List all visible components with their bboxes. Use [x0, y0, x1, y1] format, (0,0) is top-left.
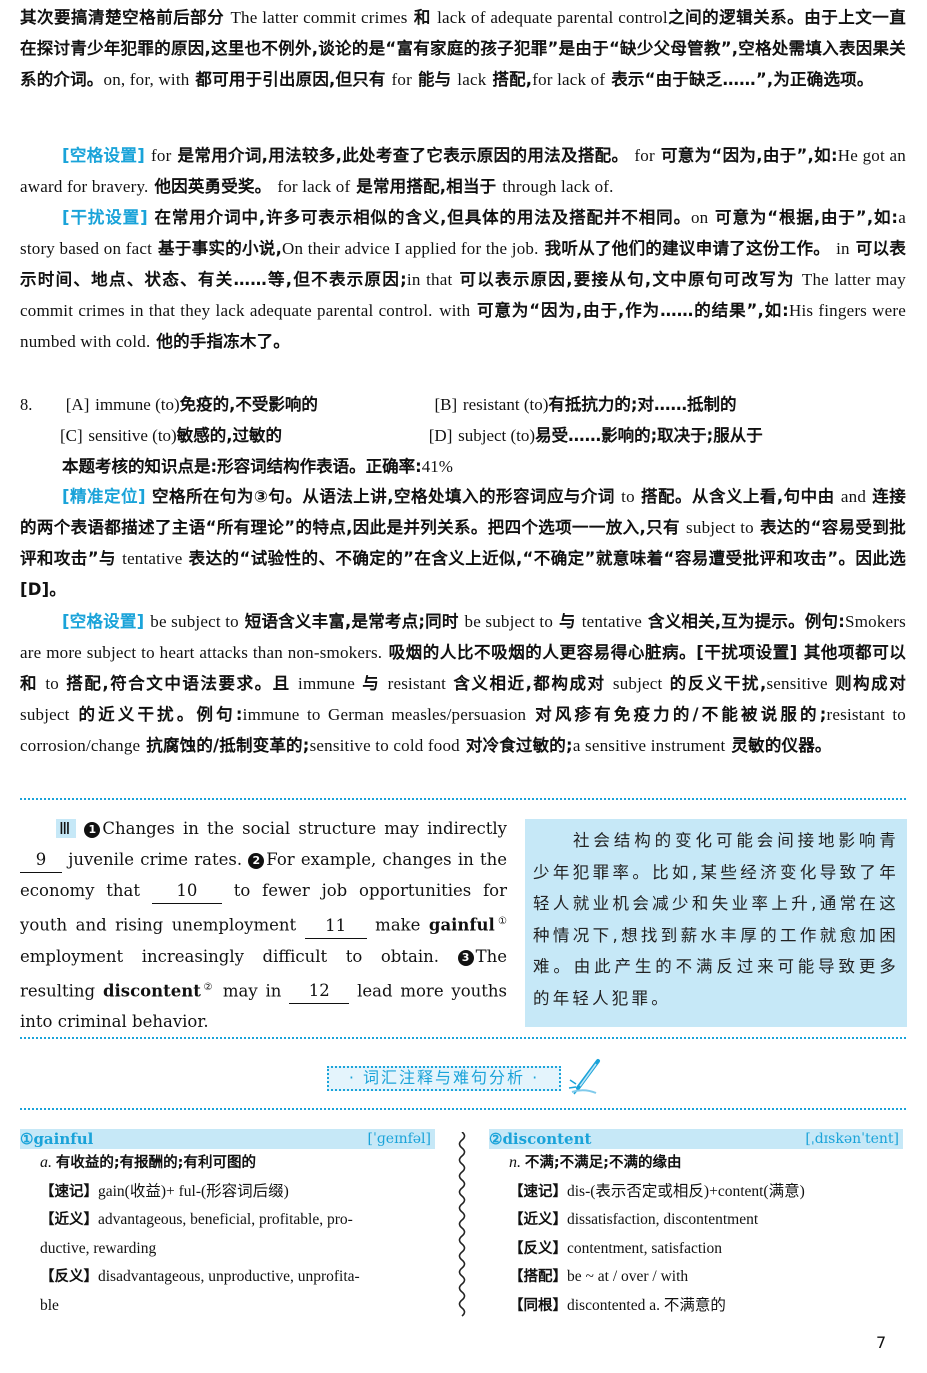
- question-number: 8.: [20, 395, 33, 414]
- option-d: [D] subject (to)易受……影响的;取决于;服从于: [428, 426, 763, 445]
- mnemonic: 【速记】gain(收益)+ ful-(形容词后缀): [40, 1182, 289, 1200]
- definition: a. 有收益的;有报酬的;有利可图的: [40, 1154, 256, 1171]
- collocation: 【搭配】be ~ at / over / with: [509, 1268, 689, 1285]
- blank-11[interactable]: 11: [304, 914, 367, 939]
- vocab-entry-gainful: ①gainful [ˈɡeɪnfəl] a. 有收益的;有报酬的;有利可图的 【…: [20, 1129, 435, 1320]
- antonyms: 【反义】contentment, satisfaction: [509, 1239, 722, 1257]
- distractor-setting-tag: [干扰设置]: [62, 208, 148, 227]
- blank-10[interactable]: 10: [151, 879, 222, 904]
- option-c: [C] sensitive (to)敏感的,过敏的: [60, 426, 282, 445]
- section-divider: [20, 798, 906, 800]
- precise-locate-tag: [精准定位]: [62, 487, 146, 506]
- vocab-headword-bar: ①gainful [ˈɡeɪnfəl]: [20, 1129, 435, 1149]
- vocab-discontent: discontent: [102, 981, 201, 1000]
- mnemonic: 【速记】dis-(表示否定或相反)+content(满意): [509, 1182, 805, 1200]
- q7-blank-setting: [空格设置] for 是常用介词,用法较多,此处考查了它表示原因的用法及搭配。 …: [20, 146, 906, 196]
- phonetic: [ˌdɪskənˈtent]: [805, 1131, 899, 1147]
- pen-icon: [568, 1059, 600, 1095]
- cognate: 【同根】discontented a. 不满意的: [509, 1296, 726, 1314]
- phonetic: [ˈɡeɪnfəl]: [367, 1131, 431, 1147]
- vocab-gainful: gainful: [428, 915, 495, 935]
- question-8-options-row-2: [C] sensitive (to)敏感的,过敏的 [D] subject (t…: [60, 420, 763, 451]
- antonyms: 【反义】disadvantageous, unproductive, unpro…: [40, 1268, 360, 1285]
- section-divider: [20, 1108, 906, 1110]
- antonyms-cont: ble: [40, 1296, 59, 1314]
- page-number: 7: [876, 1333, 887, 1352]
- accuracy-rate: 41%: [421, 457, 453, 476]
- q8-precise-locate: [精准定位] 空格所在句为③句。从语法上讲,空格处填入的形容词应与介词 to 搭…: [20, 487, 907, 599]
- sentence-number-3: 3: [457, 949, 474, 966]
- vocab-headword-bar: ②discontent [ˌdɪskənˈtent]: [489, 1129, 903, 1149]
- section-divider: [20, 1037, 906, 1039]
- knowledge-point: 本题考核的知识点是:形容词结构作表语。正确率:41%: [62, 457, 453, 476]
- blank-setting-tag: [空格设置]: [62, 146, 145, 165]
- section-label: Ⅲ: [56, 819, 77, 838]
- synonyms-cont: ductive, rewarding: [40, 1239, 157, 1257]
- blank-12[interactable]: 12: [289, 979, 350, 1004]
- vocab-section-heading: · 词汇注释与难句分析 ·: [327, 1066, 561, 1091]
- q7-distractor-setting: [干扰设置] 在常用介词中,许多可表示相似的含义,但具体的用法及搭配并不相同。o…: [20, 208, 907, 351]
- option-b: [B] resistant (to)有抵抗力的;对……抵制的: [434, 395, 737, 414]
- definition: n. 不满;不满足;不满的缘由: [509, 1154, 682, 1171]
- blank-9[interactable]: 9: [20, 848, 62, 873]
- headword: ①gainful: [20, 1130, 94, 1148]
- option-a: [A] immune (to)免疫的,不受影响的: [65, 395, 318, 414]
- sentence-number-2: 2: [248, 853, 265, 869]
- q8-blank-setting: [空格设置] be subject to 短语含义丰富,是常考点;同时 be s…: [20, 612, 907, 755]
- synonyms: 【近义】advantageous, beneficial, profitable…: [40, 1211, 353, 1228]
- question-8-options-row-1: 8. [A] immune (to)免疫的,不受影响的 [B] resistan…: [20, 389, 736, 420]
- wavy-column-divider: [458, 1132, 466, 1317]
- headword: ②discontent: [489, 1130, 592, 1148]
- translation-box: 社会结构的变化可能会间接地影响青少年犯罪率。比如,某些经济变化导致了年轻人就业机…: [525, 819, 907, 1027]
- synonyms: 【近义】dissatisfaction, discontentment: [509, 1211, 759, 1228]
- sentence-number-1: 1: [84, 822, 101, 838]
- blank-setting-tag: [空格设置]: [62, 612, 145, 631]
- q7-analysis-paragraph: 其次要搞清楚空格前后部分 The latter commit crimes 和 …: [20, 8, 906, 89]
- vocab-entry-discontent: ②discontent [ˌdɪskənˈtent] n. 不满;不满足;不满的…: [489, 1129, 903, 1320]
